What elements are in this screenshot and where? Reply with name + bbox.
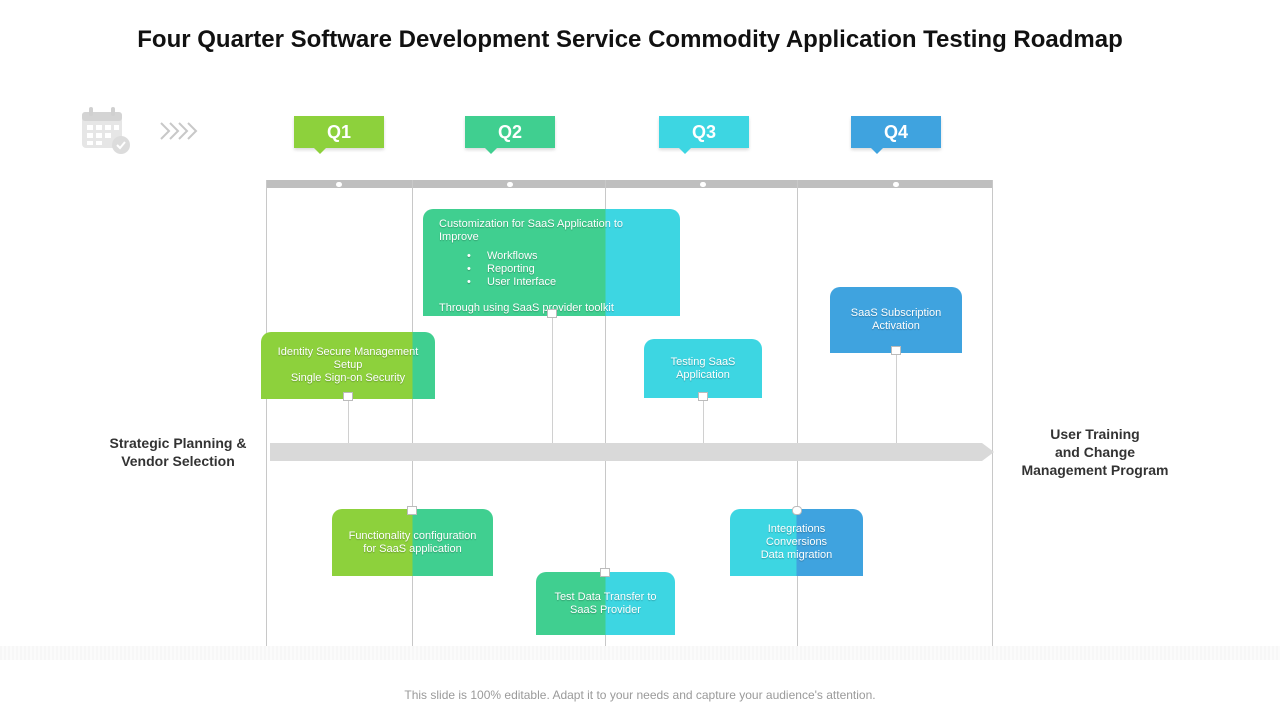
- customization-title: Customization for SaaS Application to Im…: [439, 218, 624, 243]
- quarter-tab-q3: Q3: [659, 116, 749, 154]
- connector-line: [896, 353, 897, 443]
- connector-node: [698, 392, 708, 401]
- connector-node: [407, 506, 417, 515]
- grid-line: [992, 180, 993, 646]
- end-label: User Training and Change Management Prog…: [1021, 426, 1169, 478]
- quarter-tab-q1: Q1: [294, 116, 384, 154]
- customization-list: Workflows Reporting User Interface: [439, 250, 556, 289]
- grid-line: [797, 180, 798, 646]
- subscription-box: SaaS Subscription Activation: [830, 287, 962, 353]
- transfer-box: Test Data Transfer to SaaS Provider: [536, 572, 675, 635]
- grid-line: [605, 180, 606, 646]
- timeline-marker: [507, 182, 513, 187]
- quarter-tab-q4: Q4: [851, 116, 941, 154]
- connector-node: [891, 346, 901, 355]
- connector-node: [547, 309, 557, 318]
- connector-node: [343, 392, 353, 401]
- timeline-header-bar: [266, 180, 993, 188]
- quarter-tab-q2: Q2: [465, 116, 555, 154]
- start-label: Strategic Planning & Vendor Selection: [109, 435, 247, 469]
- connector-node: [792, 506, 802, 515]
- connector-line: [348, 399, 349, 443]
- footer-note: This slide is 100% editable. Adapt it to…: [404, 688, 876, 702]
- integrations-box: Integrations Conversions Data migration: [730, 509, 863, 576]
- customization-box: Customization for SaaS Application to Im…: [423, 209, 680, 316]
- functionality-box: Functionality configuration for SaaS app…: [332, 509, 493, 576]
- timeline-marker: [700, 182, 706, 187]
- main-timeline-arrow: [270, 443, 994, 461]
- grid-line: [266, 180, 267, 646]
- identity-box: Identity Secure Management Setup Single …: [261, 332, 435, 399]
- list-item: Workflows: [487, 250, 556, 263]
- connector-node: [600, 568, 610, 577]
- list-item: User Interface: [487, 276, 556, 289]
- timeline-marker: [893, 182, 899, 187]
- footer-band: [0, 646, 1280, 660]
- list-item: Reporting: [487, 263, 556, 276]
- connector-line: [703, 398, 704, 443]
- calendar-icon: [82, 107, 130, 154]
- timeline-marker: [336, 182, 342, 187]
- customization-footer: Through using SaaS provider toolkit: [439, 302, 614, 314]
- grid-line: [412, 180, 413, 646]
- testing-box: Testing SaaS Application: [644, 339, 762, 398]
- chevrons-right-icon: [160, 122, 198, 140]
- connector-line: [552, 316, 553, 443]
- page-title: Four Quarter Software Development Servic…: [137, 26, 1123, 53]
